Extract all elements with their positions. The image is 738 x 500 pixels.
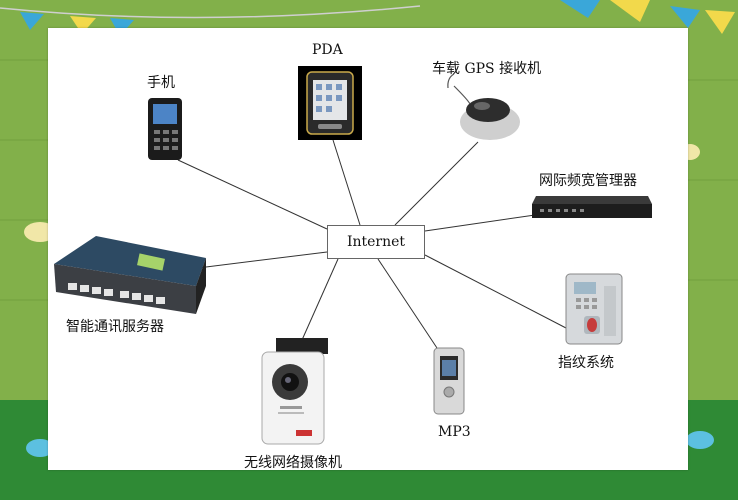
link-gps bbox=[394, 141, 479, 226]
link-mp3 bbox=[377, 258, 438, 349]
label-pda: PDA bbox=[312, 42, 343, 58]
label-phone: 手机 bbox=[147, 75, 175, 91]
link-pda bbox=[332, 139, 361, 226]
link-phone bbox=[177, 159, 328, 230]
label-gps: 车载 GPS 接收机 bbox=[432, 61, 542, 77]
link-server bbox=[197, 251, 328, 269]
label-mp3: MP3 bbox=[438, 424, 471, 440]
label-bandwidth: 网际频宽管理器 bbox=[539, 173, 637, 189]
flag-decoration bbox=[20, 12, 44, 30]
internet-node: Internet bbox=[327, 225, 425, 259]
label-fingerprint: 指纹系统 bbox=[558, 355, 614, 371]
link-bandwidth bbox=[424, 214, 536, 232]
link-camera bbox=[301, 258, 339, 341]
label-camera: 无线网络摄像机 bbox=[244, 455, 342, 471]
label-server: 智能通讯服务器 bbox=[66, 319, 164, 335]
link-fingerprint bbox=[424, 254, 567, 329]
